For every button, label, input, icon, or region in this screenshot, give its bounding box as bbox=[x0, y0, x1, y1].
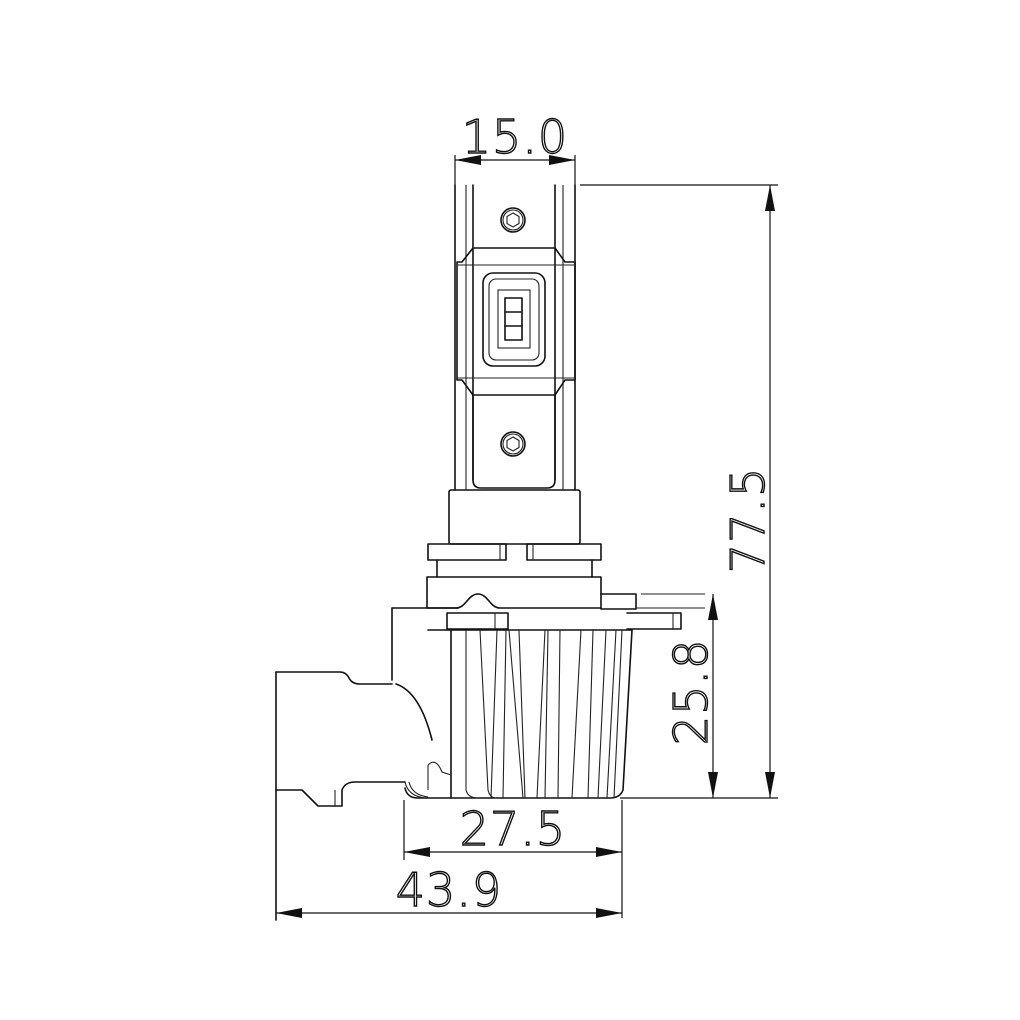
dimension-label-top-width: 15.0 bbox=[462, 110, 568, 164]
dimension-label-base-height: 25.8 bbox=[664, 639, 718, 745]
led-chip-icon bbox=[482, 272, 546, 367]
lower-screw-icon bbox=[500, 431, 526, 457]
led-column bbox=[454, 184, 576, 491]
mounting-flange bbox=[391, 607, 705, 681]
dimension-overall-height bbox=[765, 185, 775, 798]
connector-icon bbox=[275, 671, 433, 921]
heatsink-icon bbox=[404, 629, 633, 799]
upper-screw-icon bbox=[500, 207, 526, 233]
dimension-label-overall-height: 77.5 bbox=[721, 467, 775, 573]
dimension-base-height bbox=[708, 594, 718, 798]
dimension-label-overall-width: 43.9 bbox=[396, 863, 502, 917]
dimension-top-width bbox=[455, 155, 575, 165]
bulb-collar bbox=[426, 489, 705, 610]
dimension-label-heatsink-width: 27.5 bbox=[460, 802, 566, 856]
dimension-heatsink-width bbox=[404, 847, 622, 857]
dimension-overall-width bbox=[276, 908, 622, 918]
